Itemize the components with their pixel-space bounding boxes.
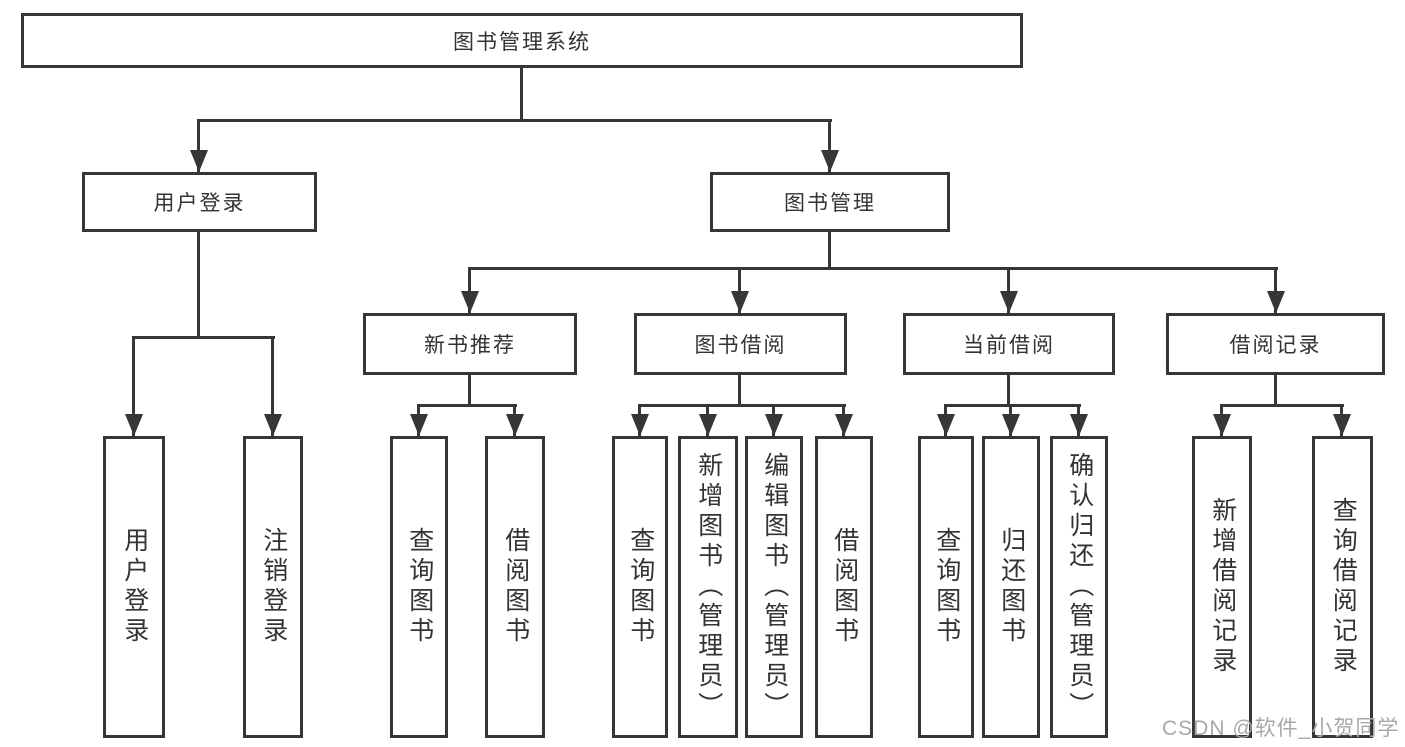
leaf-return-books: 归还图书: [982, 436, 1040, 738]
connector-mgmt-stem: [828, 232, 831, 270]
node-book-management: 图书管理: [710, 172, 950, 232]
connector-root-rail: [197, 119, 832, 122]
connector-to-current-borrowing: [1007, 267, 1010, 313]
connector-login-stem: [197, 232, 200, 338]
connector-records-stem: [1274, 375, 1277, 407]
leaf-logout: 注销登录: [243, 436, 303, 738]
connector-borrowing-stem: [738, 375, 741, 407]
arrow-down-icon: [731, 291, 749, 313]
arrow-down-icon: [461, 291, 479, 313]
connector-to-book-borrowing: [738, 267, 741, 313]
node-user-login: 用户登录: [82, 172, 317, 232]
leaf-query-books-recommend: 查询图书: [390, 436, 448, 738]
connector-recommend-stem: [468, 375, 471, 407]
watermark: CSDN @软件_小贺同学: [1162, 717, 1400, 740]
arrow-down-icon: [699, 414, 717, 436]
leaf-query-books-current: 查询图书: [918, 436, 974, 738]
connector-to-leaf-logout: [271, 336, 274, 436]
connector-current-rail: [944, 404, 1081, 407]
connector-to-new-book-recommend: [468, 267, 471, 313]
leaf-borrow-books-borrowing: 借阅图书: [815, 436, 873, 738]
connector-to-book-management: [828, 119, 831, 172]
arrow-down-icon: [125, 414, 143, 436]
arrow-down-icon: [1002, 414, 1020, 436]
arrow-down-icon: [765, 414, 783, 436]
leaf-borrow-books-recommend: 借阅图书: [485, 436, 545, 738]
leaf-add-books-admin: 新增图书（管理员）: [678, 436, 738, 738]
connector-login-rail: [132, 336, 275, 339]
connector-recommend-rail: [417, 404, 517, 407]
connector-records-rail: [1220, 404, 1344, 407]
leaf-query-borrow-record: 查询借阅记录: [1312, 436, 1373, 738]
leaf-add-borrow-record: 新增借阅记录: [1192, 436, 1252, 738]
arrow-down-icon: [264, 414, 282, 436]
connector-to-borrowing-records: [1274, 267, 1277, 313]
connector-root-stem: [520, 68, 523, 121]
node-current-borrowing: 当前借阅: [903, 313, 1115, 375]
arrow-down-icon: [1070, 414, 1088, 436]
connector-borrowing-rail: [638, 404, 846, 407]
arrow-down-icon: [1267, 291, 1285, 313]
arrow-down-icon: [506, 414, 524, 436]
connector-mgmt-rail: [468, 267, 1278, 270]
arrow-down-icon: [821, 150, 839, 172]
leaf-user-login: 用户登录: [103, 436, 165, 738]
connector-to-leaf-user-login: [132, 336, 135, 436]
leaf-edit-books-admin: 编辑图书（管理员）: [745, 436, 803, 738]
arrow-down-icon: [190, 150, 208, 172]
arrow-down-icon: [1213, 414, 1231, 436]
node-new-book-recommend: 新书推荐: [363, 313, 577, 375]
connector-to-user-login: [197, 119, 200, 172]
arrow-down-icon: [1000, 291, 1018, 313]
node-borrowing-records: 借阅记录: [1166, 313, 1385, 375]
leaf-confirm-return-admin: 确认归还（管理员）: [1050, 436, 1108, 738]
arrow-down-icon: [631, 414, 649, 436]
arrow-down-icon: [937, 414, 955, 436]
connector-current-stem: [1007, 375, 1010, 407]
node-book-borrowing: 图书借阅: [634, 313, 847, 375]
node-library-management-system: 图书管理系统: [21, 13, 1023, 68]
arrow-down-icon: [835, 414, 853, 436]
leaf-query-books-borrowing: 查询图书: [612, 436, 668, 738]
arrow-down-icon: [1333, 414, 1351, 436]
arrow-down-icon: [410, 414, 428, 436]
